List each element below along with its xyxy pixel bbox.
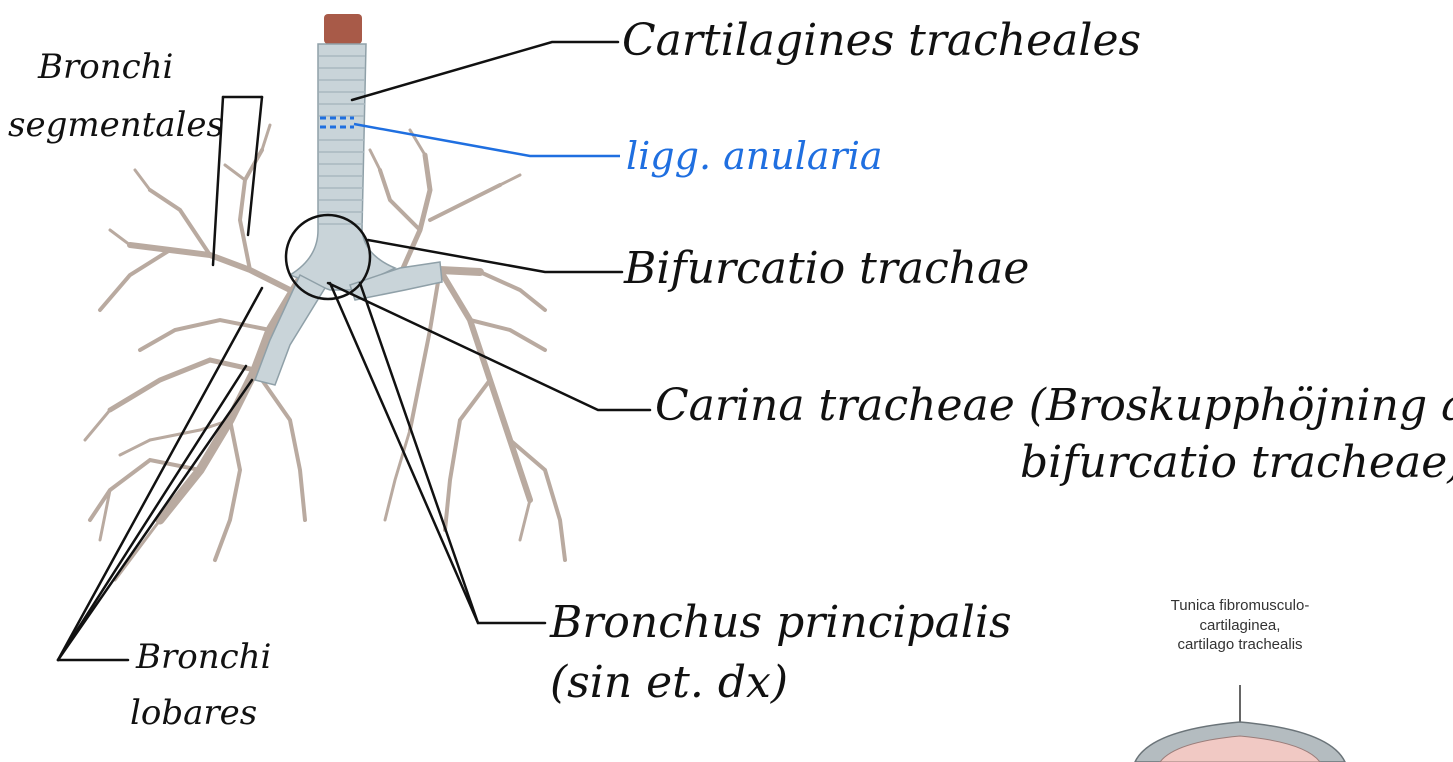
- inset-caption-line3: cartilago trachealis: [1130, 635, 1350, 655]
- label-bronchi-lobares-line2: lobares: [130, 696, 257, 732]
- label-bifurcatio-trachae: Bifurcatio trachae: [624, 246, 1029, 292]
- inset-caption-line1: Tunica fibromusculo-: [1130, 596, 1350, 616]
- label-bronchi-segmentales-line2: segmentales: [8, 108, 224, 144]
- label-bronchus-principalis-line2: (sin et. dx): [550, 660, 788, 706]
- label-bronchus-principalis-line1: Bronchus principalis: [550, 600, 1012, 646]
- label-cartilagines-tracheales: Cartilagines tracheales: [622, 18, 1141, 64]
- larynx-segment: [324, 14, 362, 44]
- label-carina-tracheae-line2: bifurcatio tracheae): [1020, 440, 1453, 486]
- inset-caption: Tunica fibromusculo- cartilaginea, carti…: [1130, 596, 1350, 655]
- inset-caption-line2: cartilaginea,: [1130, 616, 1350, 636]
- label-ligg-anularia: ligg. anularia: [626, 137, 883, 177]
- label-bronchi-lobares-line1: Bronchi: [136, 640, 271, 676]
- label-carina-tracheae-line1: Carina tracheae (Broskupphöjning av: [655, 383, 1453, 429]
- label-bronchi-segmentales-line1: Bronchi: [38, 50, 173, 86]
- leader-line-ligg: [354, 124, 620, 156]
